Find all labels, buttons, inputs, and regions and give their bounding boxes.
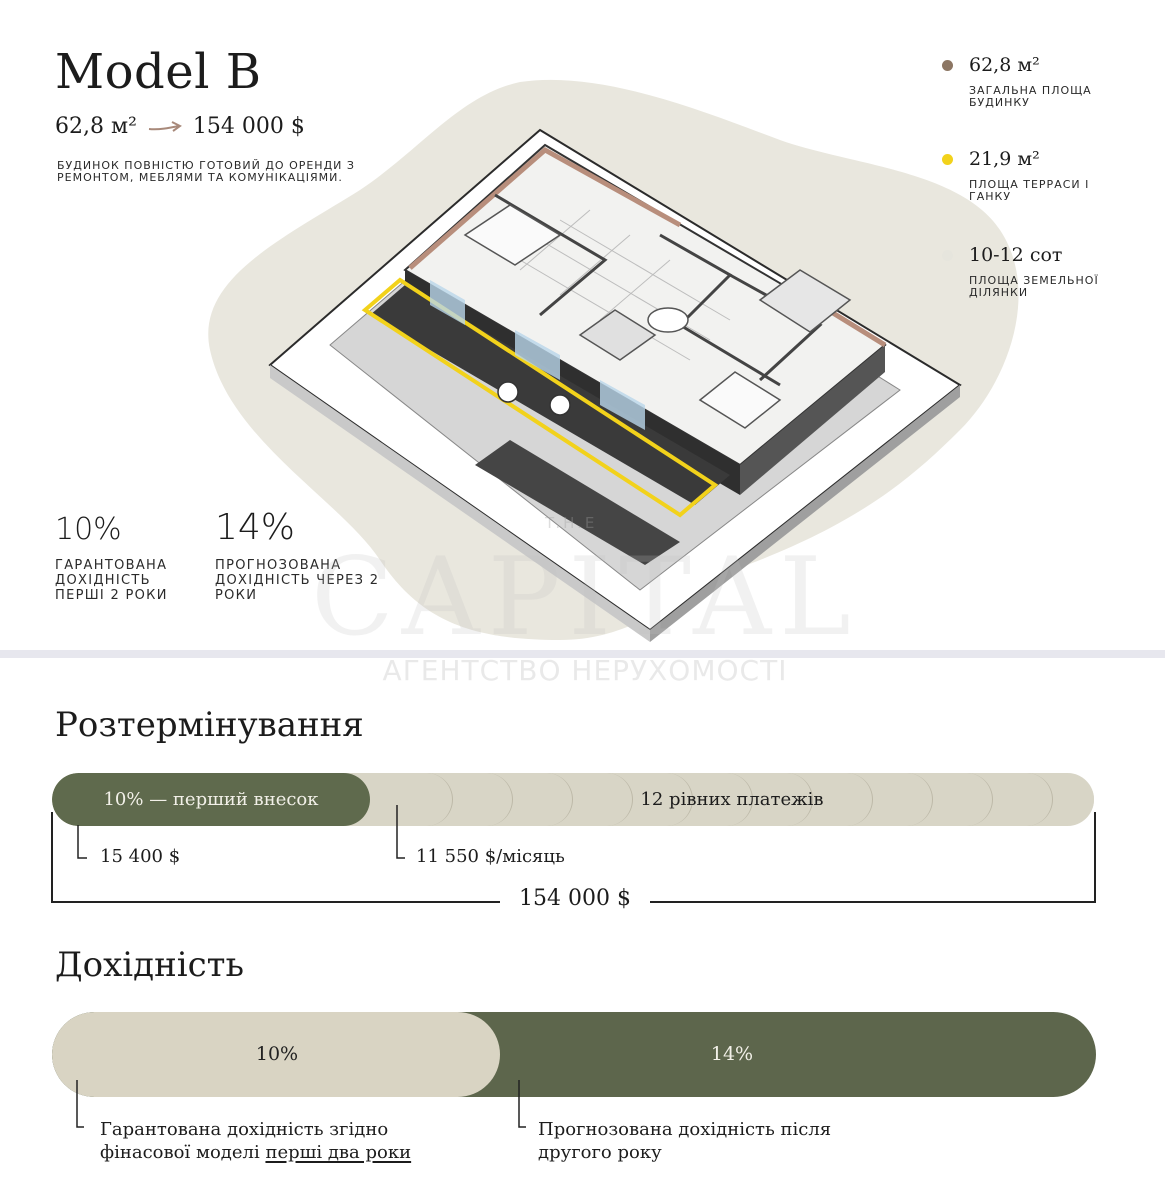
guaranteed-yield-label: Гарантована дохідність перші 2 роки xyxy=(55,558,168,603)
watermark-subtitle: АГЕНТСТВО НЕРУХОМОСТІ xyxy=(382,654,788,687)
first-payment-amount: 15 400 $ xyxy=(100,846,181,867)
total-price: 154 000 $ xyxy=(500,886,650,911)
legend-terrace-area: 21,9 м² Площа терраси і ганку xyxy=(942,148,1132,208)
first-payment-segment: 10% — перший внесок xyxy=(52,773,370,826)
model-card: Model B 62,8 м² 154 000 $ Будинок повніс… xyxy=(55,44,1132,642)
forecast-yield-label: Прогнозована дохідність через 2 роки xyxy=(215,558,380,603)
guaranteed-yield-percent: 10% xyxy=(55,512,122,547)
arrow-right-icon xyxy=(148,120,182,132)
price-value: 154 000 $ xyxy=(192,114,305,139)
forecast-note: Прогнозована дохідність після другого ро… xyxy=(538,1119,832,1163)
profitability-bar: 10% 14% xyxy=(52,1012,1096,1097)
floor-plan-illustration xyxy=(268,128,962,642)
installment-bar: 12 рівних платежів 10% — перший внесок xyxy=(52,773,1094,826)
house-description: Будинок повністю готовий до оренди з рем… xyxy=(57,159,355,184)
profitability-title: Дохідність xyxy=(55,945,244,985)
guaranteed-segment xyxy=(52,1012,500,1097)
legend-total-area: 62,8 м² Загальна площа будинку xyxy=(942,54,1132,114)
forecast-percent: 14% xyxy=(710,1043,754,1065)
legend-label: Загальна площа будинку xyxy=(969,84,1092,109)
legend-dot xyxy=(942,250,953,261)
guaranteed-note: Гарантована дохідність згідно фінасової … xyxy=(100,1118,450,1164)
profitability-brackets xyxy=(76,1080,526,1128)
area-price-line: 62,8 м² 154 000 $ xyxy=(55,114,305,139)
guaranteed-note-underlined: перші два роки xyxy=(265,1142,412,1163)
watermark-the: T.H.E xyxy=(545,514,598,532)
equal-payments-label: 12 рівних платежів xyxy=(640,789,824,810)
section-divider xyxy=(0,650,1165,658)
watermark-logo: CAPITAL xyxy=(311,535,859,660)
monthly-payment-amount: 11 550 $/місяць xyxy=(416,846,565,867)
payment-segment xyxy=(932,773,1053,826)
legend-dot xyxy=(942,60,953,71)
installment-title: Розтермінування xyxy=(55,705,364,745)
guaranteed-percent: 10% xyxy=(255,1043,299,1065)
legend-land-area: 10-12 сот Площа земельної ділянки xyxy=(942,244,1132,304)
legend-value: 62,8 м² xyxy=(969,54,1040,76)
guaranteed-note-text: Гарантована дохідність згідно фінасової … xyxy=(100,1119,389,1163)
legend-label: Площа терраси і ганку xyxy=(969,178,1090,203)
forecast-yield-percent: 14% xyxy=(215,507,296,548)
legend-value: 10-12 сот xyxy=(969,244,1063,266)
legend-label: Площа земельної ділянки xyxy=(969,274,1099,299)
legend-value: 21,9 м² xyxy=(969,148,1040,170)
legend-dot xyxy=(942,154,953,165)
area-value: 62,8 м² xyxy=(55,114,137,139)
model-title: Model B xyxy=(55,44,262,100)
